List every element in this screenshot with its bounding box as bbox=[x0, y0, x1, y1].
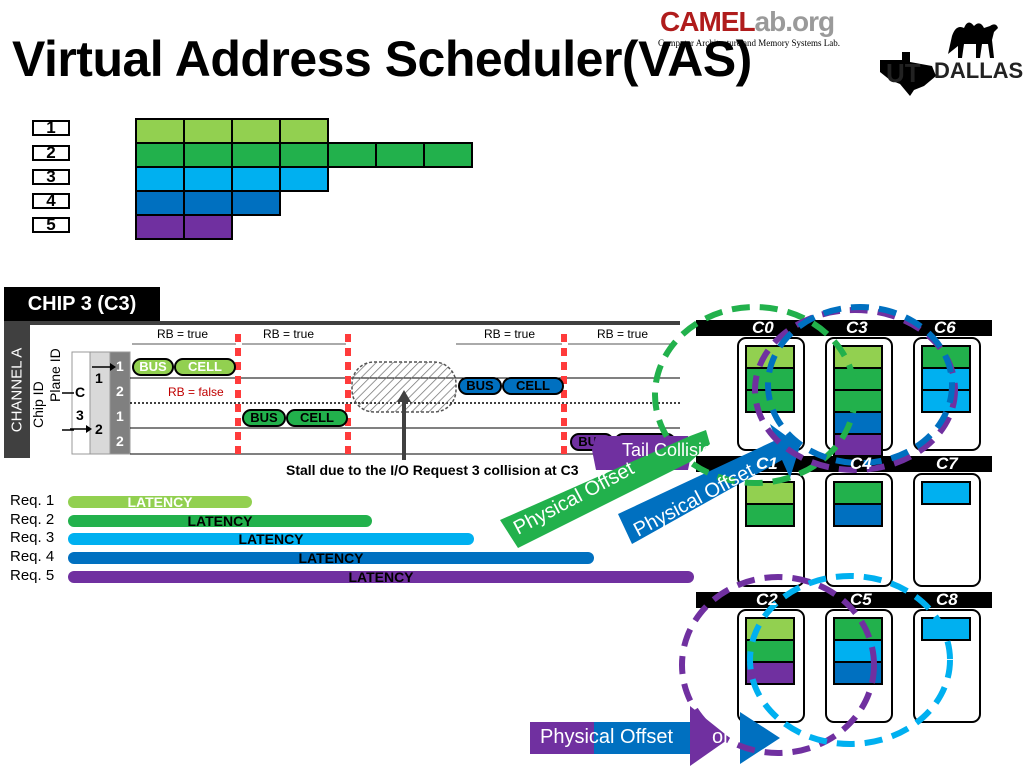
op2-cell: CELL bbox=[286, 409, 348, 427]
chip-timeline bbox=[62, 334, 680, 460]
request-5-block bbox=[183, 214, 233, 240]
logo-brand-part2: ab.org bbox=[754, 6, 836, 37]
latency-label-1: Req. 1 bbox=[10, 492, 55, 509]
request-label-2: 2 bbox=[32, 144, 70, 161]
chip-label-c7: C7 bbox=[936, 454, 958, 473]
request-5-block bbox=[135, 214, 185, 240]
logo-brand-part1: CAMEL bbox=[660, 6, 756, 37]
texas-map-icon bbox=[880, 52, 936, 96]
rb-true-label-2: RB = true bbox=[263, 327, 315, 341]
chip-label-c8: C8 bbox=[936, 590, 958, 609]
rb-true-label-3: RB = true bbox=[484, 327, 536, 341]
latency-bar-5: LATENCY bbox=[68, 570, 694, 584]
tail-collision-callout: Tail Collision bbox=[622, 440, 723, 460]
physical-offset-label-tail: on bbox=[712, 726, 735, 748]
chip-c6-block bbox=[921, 389, 971, 413]
chip-label-c1: C1 bbox=[756, 454, 778, 473]
latency-label-2: Req. 2 bbox=[10, 511, 55, 528]
request-label-3: 3 bbox=[32, 168, 70, 185]
rb-false-label: RB = false bbox=[168, 385, 224, 399]
chip-c5-block bbox=[833, 617, 883, 641]
latency-label-4: Req. 4 bbox=[10, 548, 55, 565]
chip-label-c2: C2 bbox=[756, 590, 778, 609]
die-label-2: 2 bbox=[95, 421, 103, 437]
request-1-block bbox=[279, 118, 329, 144]
chip-c4-block bbox=[833, 503, 883, 527]
logo-dallas: DALLAS bbox=[934, 58, 1024, 83]
chip-c3-block bbox=[833, 367, 883, 391]
request-blocks-diagram bbox=[135, 118, 473, 240]
physical-offset-arrow-blue bbox=[618, 424, 800, 544]
physical-offset-label-purple: Physical Offset bbox=[540, 726, 674, 748]
chip-id-c: C bbox=[75, 384, 86, 400]
chip-label-c0: C0 bbox=[752, 318, 774, 337]
plane-label-4: 2 bbox=[116, 433, 124, 449]
request-1-block bbox=[183, 118, 233, 144]
op1-bus: BUS bbox=[132, 358, 174, 376]
logo-ut: UT bbox=[886, 58, 921, 88]
chip-c7-block bbox=[921, 481, 971, 505]
chip-c2-block bbox=[745, 639, 795, 663]
channel-bar bbox=[4, 322, 30, 458]
request-3-block bbox=[183, 166, 233, 192]
latency-label-5: Req. 5 bbox=[10, 567, 55, 584]
latency-bar-2: LATENCY bbox=[68, 514, 372, 528]
request-3-block bbox=[279, 166, 329, 192]
die-label-1: 1 bbox=[95, 370, 103, 386]
chip-id-3: 3 bbox=[76, 407, 84, 423]
op3-cell: CELL bbox=[502, 377, 564, 395]
latency-label-3: Req. 3 bbox=[10, 529, 55, 546]
chip-title: CHIP 3 (C3) bbox=[4, 287, 160, 321]
plane-label-2: 2 bbox=[116, 383, 124, 399]
plane-label-1: 1 bbox=[116, 358, 124, 374]
chip-c2-block bbox=[745, 661, 795, 685]
stall-markers bbox=[235, 334, 567, 454]
chip-c3-block bbox=[833, 389, 883, 413]
chip-label-c4: C4 bbox=[850, 454, 872, 473]
camel-icon bbox=[948, 22, 998, 59]
slide-title: Virtual Address Scheduler(VAS) bbox=[12, 31, 752, 87]
request-3-block bbox=[231, 166, 281, 192]
op3-bus: BUS bbox=[458, 377, 502, 395]
request-2-block bbox=[423, 142, 473, 168]
logo-subtitle: Computer Architecture and Memory Systems… bbox=[658, 38, 840, 48]
request-2-block bbox=[375, 142, 425, 168]
chip-c3-block bbox=[833, 411, 883, 435]
request-label-1: 1 bbox=[32, 119, 70, 136]
chip-label-c3: C3 bbox=[846, 318, 868, 337]
request-4-block bbox=[231, 190, 281, 216]
op1-cell: CELL bbox=[174, 358, 236, 376]
timeline-top-bar bbox=[4, 321, 680, 325]
request-label-5: 5 bbox=[32, 216, 70, 233]
latency-bar-1: LATENCY bbox=[68, 495, 252, 509]
latency-bar-4: LATENCY bbox=[68, 551, 594, 565]
chip-label-c6: C6 bbox=[934, 318, 956, 337]
rb-true-label-4: RB = true bbox=[597, 327, 649, 341]
stall-caption: Stall due to the I/O Request 3 collision… bbox=[286, 462, 579, 478]
chip-label-c5: C5 bbox=[850, 590, 872, 609]
chip-c6-block bbox=[921, 367, 971, 391]
plane-label-3: 1 bbox=[116, 408, 124, 424]
camel-lab-logo: CAMELab.org bbox=[660, 6, 836, 38]
request-label-4: 4 bbox=[32, 192, 70, 209]
chip-c1-block bbox=[745, 503, 795, 527]
chip-c4-block bbox=[833, 481, 883, 505]
request-4-block bbox=[183, 190, 233, 216]
stall-region bbox=[351, 361, 457, 413]
latency-bar-3: LATENCY bbox=[68, 532, 474, 546]
physical-offset-arrow-green bbox=[500, 430, 710, 548]
rb-true-label-1: RB = true bbox=[157, 327, 209, 341]
op2-bus: BUS bbox=[242, 409, 286, 427]
